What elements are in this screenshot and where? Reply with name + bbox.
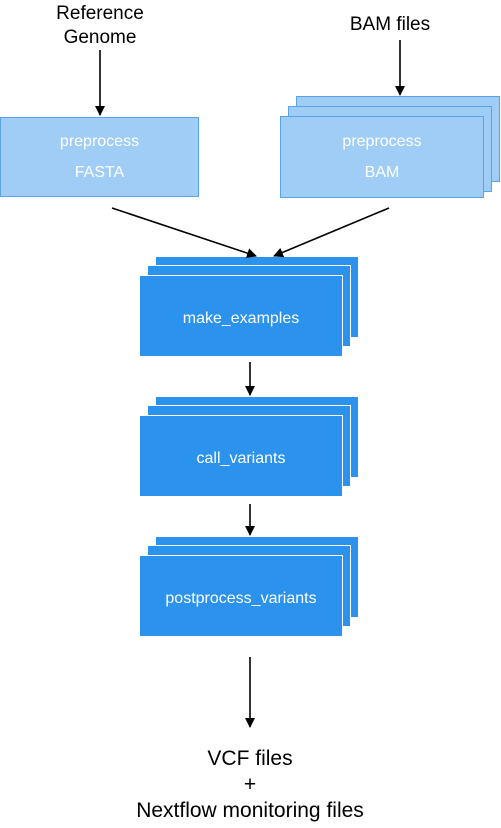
output-label: VCF files + Nextflow monitoring files: [100, 746, 400, 824]
postprocess-variants-label: postprocess_variants: [165, 590, 317, 607]
preprocess-bam-line1: preprocess: [342, 133, 422, 150]
output-nextflow-monitoring-files: Nextflow monitoring files: [136, 799, 364, 822]
postprocess-variants-node[interactable]: postprocess_variants: [139, 555, 343, 637]
preprocess-fasta-line1: preprocess: [59, 133, 140, 150]
call-variants-node[interactable]: call_variants: [139, 415, 343, 497]
edge-bam-to-make-examples: [273, 207, 390, 258]
reference-label-line1: Reference: [56, 3, 144, 24]
reference-label-line2: Genome: [63, 27, 137, 48]
preprocess-bam-line2: BAM: [364, 164, 400, 181]
call-variants-label: call_variants: [196, 450, 286, 467]
make-examples-node[interactable]: make_examples: [139, 275, 343, 357]
output-plus: +: [243, 773, 257, 796]
reference-genome-label: Reference Genome: [40, 2, 160, 50]
edge-fasta-to-make-examples: [111, 207, 257, 258]
make-examples-label: make_examples: [182, 310, 300, 327]
preprocess-fasta-node[interactable]: preprocess FASTA: [0, 117, 199, 197]
preprocess-fasta-line2: FASTA: [74, 164, 125, 181]
preprocess-bam-node[interactable]: preprocess BAM: [280, 116, 484, 198]
output-vcf-files: VCF files: [207, 747, 293, 770]
bam-files-label: BAM files: [349, 14, 431, 35]
